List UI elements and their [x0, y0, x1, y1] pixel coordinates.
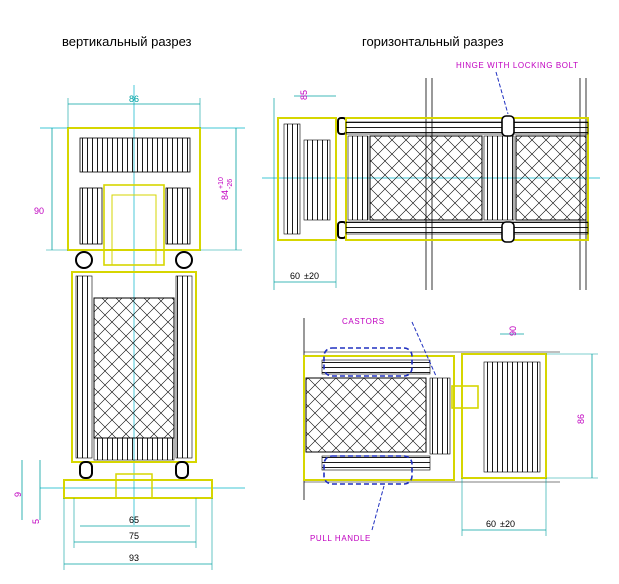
upper-frame-right-lamella [165, 187, 191, 245]
dim-label-9: 9 [13, 492, 23, 497]
horizontal-section-top: HINGE WITH LOCKING BOLT 85 60 ±20 [262, 61, 600, 290]
bottom-frame-profile [461, 353, 547, 479]
bottom-frame-lamella [483, 361, 541, 473]
bottom-hinge-icon [501, 221, 515, 243]
horizontal-section-bottom: CASTORS PULL HANDLE 90 86 60 ±20 [303, 317, 598, 543]
leaf-joint-stile [483, 135, 515, 221]
horizontal-section-title: горизонтальный разрез [362, 34, 504, 49]
callout-hinge-with-locking-bolt: HINGE WITH LOCKING BOLT [456, 61, 579, 70]
leaf-1-infill [369, 135, 483, 221]
top-castor-icon [323, 347, 413, 377]
leaf-2-infill [515, 135, 587, 221]
dim-label-85: 85 [299, 90, 309, 100]
dim-label-60-top: 60 [290, 271, 300, 281]
bottom-leaf-stile [429, 377, 451, 455]
bottom-leaf-infill [305, 377, 427, 453]
wall-profile [277, 117, 337, 241]
callout-hinge-leader [495, 71, 509, 115]
callout-pull-handle-leader [371, 485, 385, 531]
leaf-left-stile [347, 135, 369, 221]
bottom-gasket-icon [337, 221, 347, 239]
top-gasket-icon [337, 117, 347, 135]
bottom-leaf-frame [303, 355, 455, 481]
dim-label-75: 75 [129, 531, 139, 541]
upper-frame-lamella [79, 137, 191, 173]
horizontal-leaf-frame [345, 117, 589, 241]
callout-castors-leader [411, 321, 437, 377]
dim-tol-lower: -26 [227, 179, 234, 189]
door-leaf-bottom-rail [93, 437, 175, 461]
door-leaf-right-stile [175, 275, 193, 459]
callout-pull-handle: PULL HANDLE [310, 534, 371, 543]
right-bottom-roller-icon [175, 461, 189, 479]
dim-label-5: 5 [31, 519, 41, 524]
bottom-castor-icon [323, 455, 413, 485]
vertical-section: 86 90 84 +10 -26 9 5 65 75 93 [13, 85, 245, 570]
floor-guide-profile [63, 479, 213, 499]
wall-profile-inner-lamella [303, 139, 331, 221]
dim-label-93: 93 [129, 553, 139, 563]
door-leaf-left-stile [75, 275, 93, 459]
bottom-leaf-top-rail [321, 359, 431, 375]
upper-frame-profile [67, 127, 201, 251]
upper-frame-left-lamella [79, 187, 103, 245]
top-hinge-icon [501, 115, 515, 137]
dim-label-60-bottom: 60 [486, 519, 496, 529]
bottom-leaf-bottom-rail [321, 455, 431, 471]
dim-tol-60-bottom: ±20 [500, 519, 515, 529]
dim-tol-60-top: ±20 [304, 271, 319, 281]
dim-label-84: 84 [220, 190, 230, 200]
dim-label-65: 65 [129, 515, 139, 525]
callout-castors: CASTORS [342, 317, 385, 326]
dim-label-86-bottom: 86 [576, 414, 586, 424]
dim-label-90: 90 [34, 206, 44, 216]
dim-tol-upper: +10 [218, 177, 225, 189]
wall-profile-lamella [283, 123, 301, 235]
upper-guide-inner [111, 194, 157, 266]
right-top-roller-icon [175, 251, 193, 269]
vertical-section-title: вертикальный разрез [62, 34, 192, 49]
door-leaf-infill [93, 297, 175, 439]
left-top-roller-icon [75, 251, 93, 269]
pull-handle-body [451, 385, 479, 409]
leaf-bottom-rail [345, 221, 589, 235]
dim-label-86: 86 [129, 94, 139, 104]
left-bottom-roller-icon [79, 461, 93, 479]
door-leaf-frame [71, 271, 197, 463]
floor-guide-channel [115, 473, 153, 499]
dim-label-90-bottom: 90 [508, 326, 518, 336]
leaf-top-rail [345, 121, 589, 135]
